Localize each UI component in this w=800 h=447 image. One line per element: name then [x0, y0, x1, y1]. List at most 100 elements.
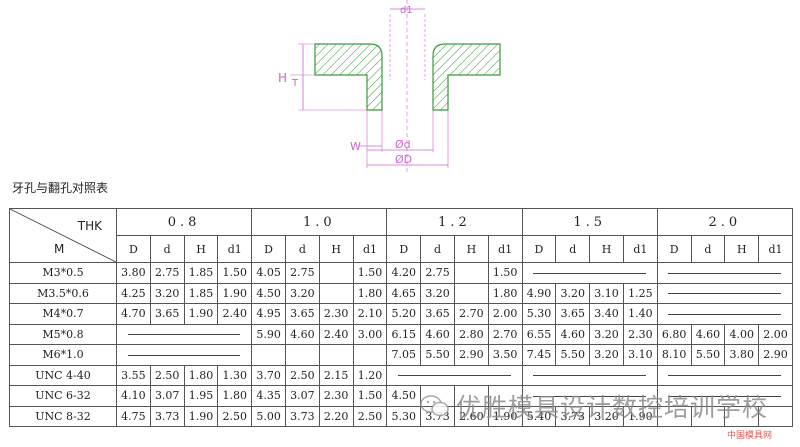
subcol-3-3: d1	[622, 235, 658, 263]
subcol-2-3: d1	[487, 235, 523, 263]
table-cell: 3.10	[622, 344, 658, 366]
table-cell: 1.90	[217, 282, 253, 304]
row-label: M5*0.8	[9, 323, 117, 345]
table-caption: 牙孔与翻孔对照表	[12, 181, 109, 195]
not-applicable-cell	[656, 385, 793, 407]
subcol-2-1: d	[420, 235, 455, 263]
label-phi-d: Ød	[395, 138, 411, 151]
table-cell: 4.75	[116, 405, 151, 427]
table-cell: 2.80	[453, 323, 489, 345]
table-cell: 4.50	[251, 282, 286, 304]
table-cell: 3.00	[352, 323, 388, 345]
row-label: UNC 6-32	[9, 385, 117, 407]
table-cell: 5.30	[521, 303, 557, 325]
table-cell: 2.50	[149, 364, 185, 386]
table-cell: 4.10	[116, 385, 151, 407]
table-cell: 3.50	[487, 344, 523, 366]
table-cell: 1.50	[487, 262, 523, 284]
table-cell: 2.50	[284, 364, 320, 386]
not-applicable-cell	[521, 262, 658, 284]
table-cell: 3.20	[589, 344, 624, 366]
table-cell: 3.40	[589, 303, 624, 325]
not-applicable-cell	[115, 323, 253, 345]
watermark-sub: 中国模具网	[727, 431, 773, 441]
table-cell: 2.90	[453, 344, 489, 366]
table-cell: 2.75	[284, 262, 320, 284]
watermark-text: 优胜模具设计数控培训学校	[456, 393, 769, 422]
thk-label: THK	[77, 219, 102, 233]
table-cell: 2.20	[318, 405, 354, 427]
table-cell: 1.20	[352, 364, 388, 386]
table-cell	[284, 344, 320, 366]
corner-header: THK M	[9, 208, 117, 263]
table-cell: 1.95	[183, 385, 219, 407]
table-cell	[758, 405, 793, 427]
row-label: M3*0.5	[9, 262, 117, 284]
table-cell: 2.30	[318, 303, 354, 325]
label-w: W	[350, 140, 361, 153]
table-cell: 2.30	[318, 385, 354, 407]
table-cell: 5.00	[251, 405, 286, 427]
table-cell: 8.10	[656, 344, 692, 366]
table-cell: 2.15	[318, 364, 354, 386]
table-cell: 4.70	[116, 303, 151, 325]
table-cell: 3.20	[149, 282, 185, 304]
table-cell: 6.15	[386, 323, 422, 345]
watermark: 优胜模具设计数控培训学校	[420, 388, 768, 424]
table-cell: 2.75	[420, 262, 455, 284]
wechat-icon	[420, 395, 449, 417]
table-cell: 3.20	[555, 282, 591, 304]
thickness-header-row: THK M 0.8 1.0 1.2 1.5 2.0	[9, 208, 793, 263]
not-applicable-cell	[656, 282, 793, 304]
table-cell: 1.90	[622, 405, 658, 427]
not-applicable-cell	[656, 303, 793, 325]
table-cell: 1.90	[183, 405, 219, 427]
table-cell: 3.07	[284, 385, 320, 407]
table-cell: 1.30	[217, 364, 253, 386]
thk-4: 2.0	[656, 208, 793, 236]
table-cell: 4.60	[420, 323, 455, 345]
table-cell: 7.45	[521, 344, 557, 366]
table-cell	[453, 262, 489, 284]
thk-2: 1.2	[386, 208, 523, 236]
label-h: H	[278, 71, 287, 85]
table-cell: 3.20	[420, 282, 455, 304]
subcol-3-1: d	[555, 235, 591, 263]
subcol-4-2: H	[724, 235, 760, 263]
table-cell: 4.20	[386, 262, 422, 284]
right-flange-section	[432, 43, 501, 111]
table-cell: 1.50	[352, 262, 388, 284]
table-cell: 1.80	[487, 282, 523, 304]
table-cell: 4.60	[690, 323, 726, 345]
subcol-0-0: D	[116, 235, 151, 263]
table-cell: 2.40	[318, 323, 354, 345]
table-cell: 5.50	[555, 344, 591, 366]
not-applicable-cell	[386, 364, 523, 386]
table-cell: 5.50	[420, 344, 455, 366]
table-cell: 1.80	[217, 385, 253, 407]
left-flange-section	[314, 43, 383, 111]
row-label: UNC 8-32	[9, 405, 117, 427]
row-label: UNC 4-40	[9, 364, 117, 386]
table-cell: 3.80	[724, 344, 760, 366]
table-cell: 2.90	[758, 344, 793, 366]
label-t: T	[291, 78, 299, 89]
table-cell: 3.55	[116, 364, 151, 386]
table-cell: 5.90	[251, 323, 286, 345]
table-cell: 1.90	[183, 303, 219, 325]
table-cell: 2.30	[622, 323, 658, 345]
subcol-1-2: H	[318, 235, 354, 263]
table-cell: 2.70	[487, 323, 523, 345]
table-cell: 1.80	[183, 364, 219, 386]
subcol-2-0: D	[386, 235, 422, 263]
not-applicable-cell	[115, 344, 253, 366]
subcol-2-2: H	[453, 235, 489, 263]
table-cell: 3.80	[116, 262, 151, 284]
subcol-1-0: D	[251, 235, 286, 263]
